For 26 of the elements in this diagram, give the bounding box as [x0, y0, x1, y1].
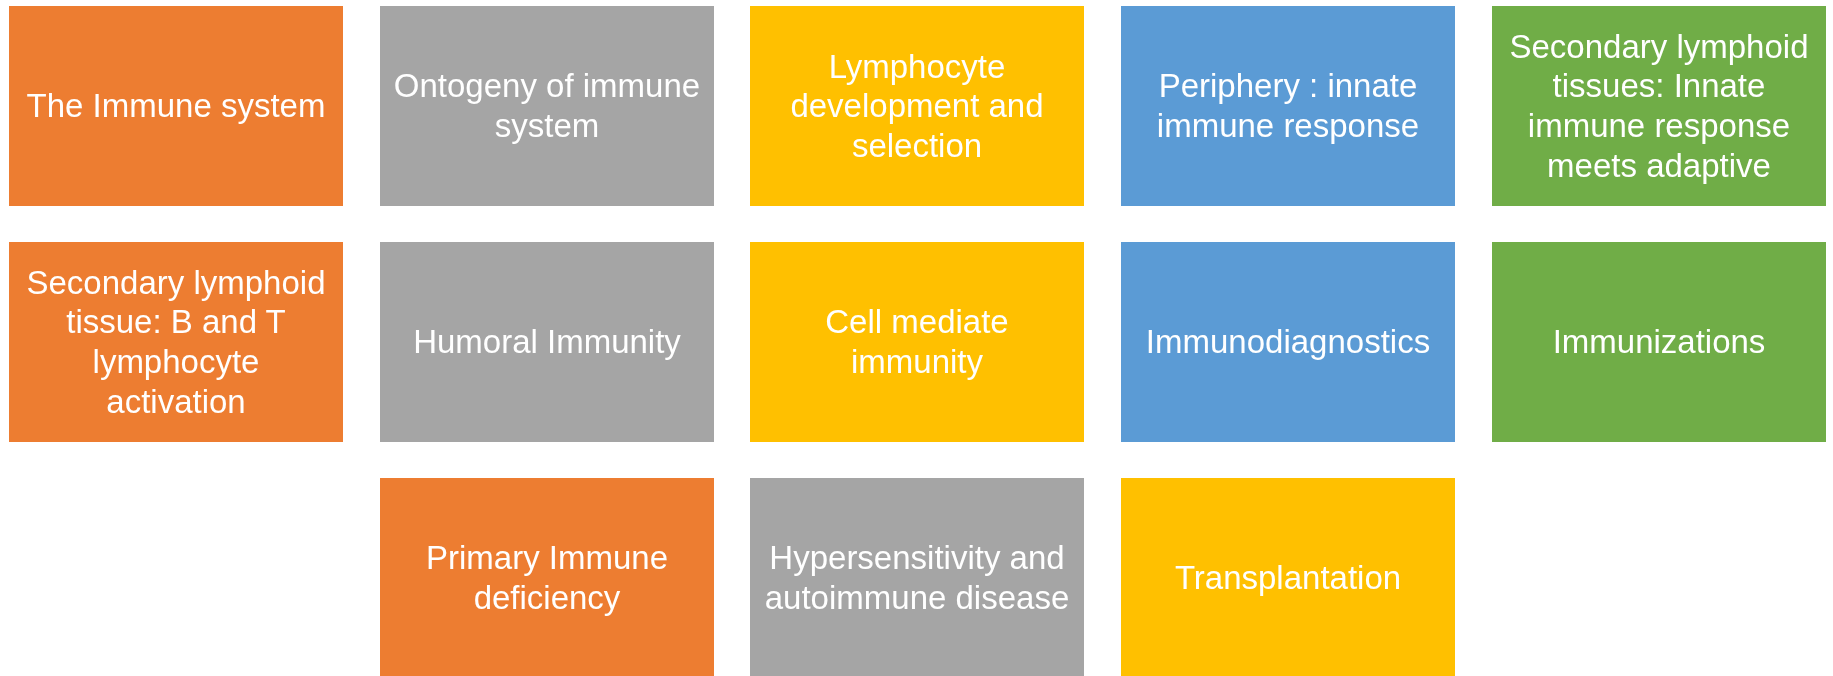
- topic-box: [1121, 242, 1455, 442]
- topic-box: [1492, 6, 1826, 206]
- topic-box: [1121, 6, 1455, 206]
- topic-box: [1492, 242, 1826, 442]
- topic-box: [750, 242, 1084, 442]
- topic-box: [750, 478, 1084, 676]
- topic-text: The Immune system: [26, 86, 326, 126]
- topic-box: [380, 6, 714, 206]
- topic-text: Hypersensitivity and autoimmune disease: [763, 538, 1071, 618]
- topic-text: Ontogeny of immune system: [392, 66, 702, 146]
- topic-text: Lymphocyte development and selection: [789, 46, 1045, 166]
- topic-box: [9, 6, 343, 206]
- topic-text: Secondary lymphoid tissues: Innate immune response meets adaptive: [1508, 26, 1810, 186]
- topic-text: Transplantation: [1174, 558, 1402, 598]
- topic-text: Secondary lymphoid tissue: B and T lymphocyte activation: [25, 262, 327, 422]
- topic-text: Immunizations: [1552, 322, 1766, 362]
- topic-box: [380, 478, 714, 676]
- topic-text: Cell mediate immunity: [824, 302, 1010, 382]
- topic-text: Humoral Immunity: [413, 322, 681, 362]
- topic-text: Immunodiagnostics: [1145, 322, 1431, 362]
- topic-box: [9, 242, 343, 442]
- topic-box: [1121, 478, 1455, 676]
- topic-box: [380, 242, 714, 442]
- topic-box: [750, 6, 1084, 206]
- topic-text: Primary Immune deficiency: [424, 538, 669, 618]
- topic-text: Periphery : innate immune response: [1155, 66, 1421, 146]
